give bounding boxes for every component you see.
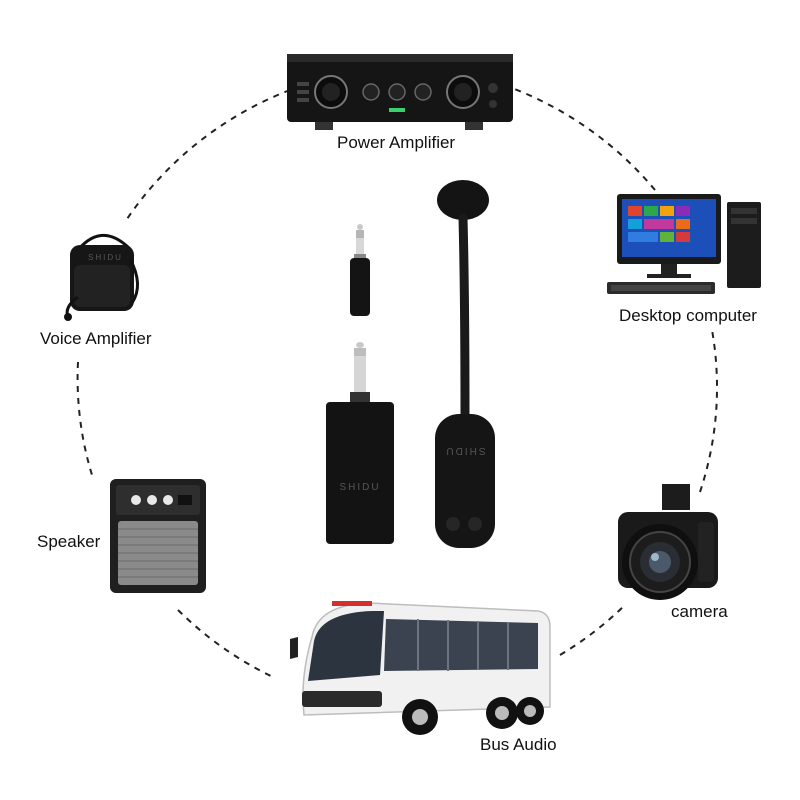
speaker-image xyxy=(110,479,206,593)
receiver-image: SHIDU xyxy=(326,342,394,544)
voice-amplifier-image: SHIDU xyxy=(64,233,139,321)
headset-transmitter-image: SHIDU xyxy=(435,180,495,548)
desktop-computer-image xyxy=(607,194,761,294)
camera-image xyxy=(618,484,718,600)
receiver-brand: SHIDU xyxy=(339,482,380,493)
bus-image xyxy=(290,601,551,735)
voice-amplifier-label: Voice Amplifier xyxy=(40,329,152,348)
speaker-label: Speaker xyxy=(37,532,101,551)
voice-amplifier-brand: SHIDU xyxy=(88,253,123,262)
power-amplifier-label: Power Amplifier xyxy=(337,133,456,152)
bus-audio-label: Bus Audio xyxy=(480,735,557,754)
transmitter-brand: SHIDU xyxy=(444,445,485,456)
power-amplifier-image xyxy=(287,54,513,130)
desktop-computer-label: Desktop computer xyxy=(619,306,757,325)
adapter-plug-image xyxy=(350,224,370,316)
camera-label: camera xyxy=(671,602,728,621)
